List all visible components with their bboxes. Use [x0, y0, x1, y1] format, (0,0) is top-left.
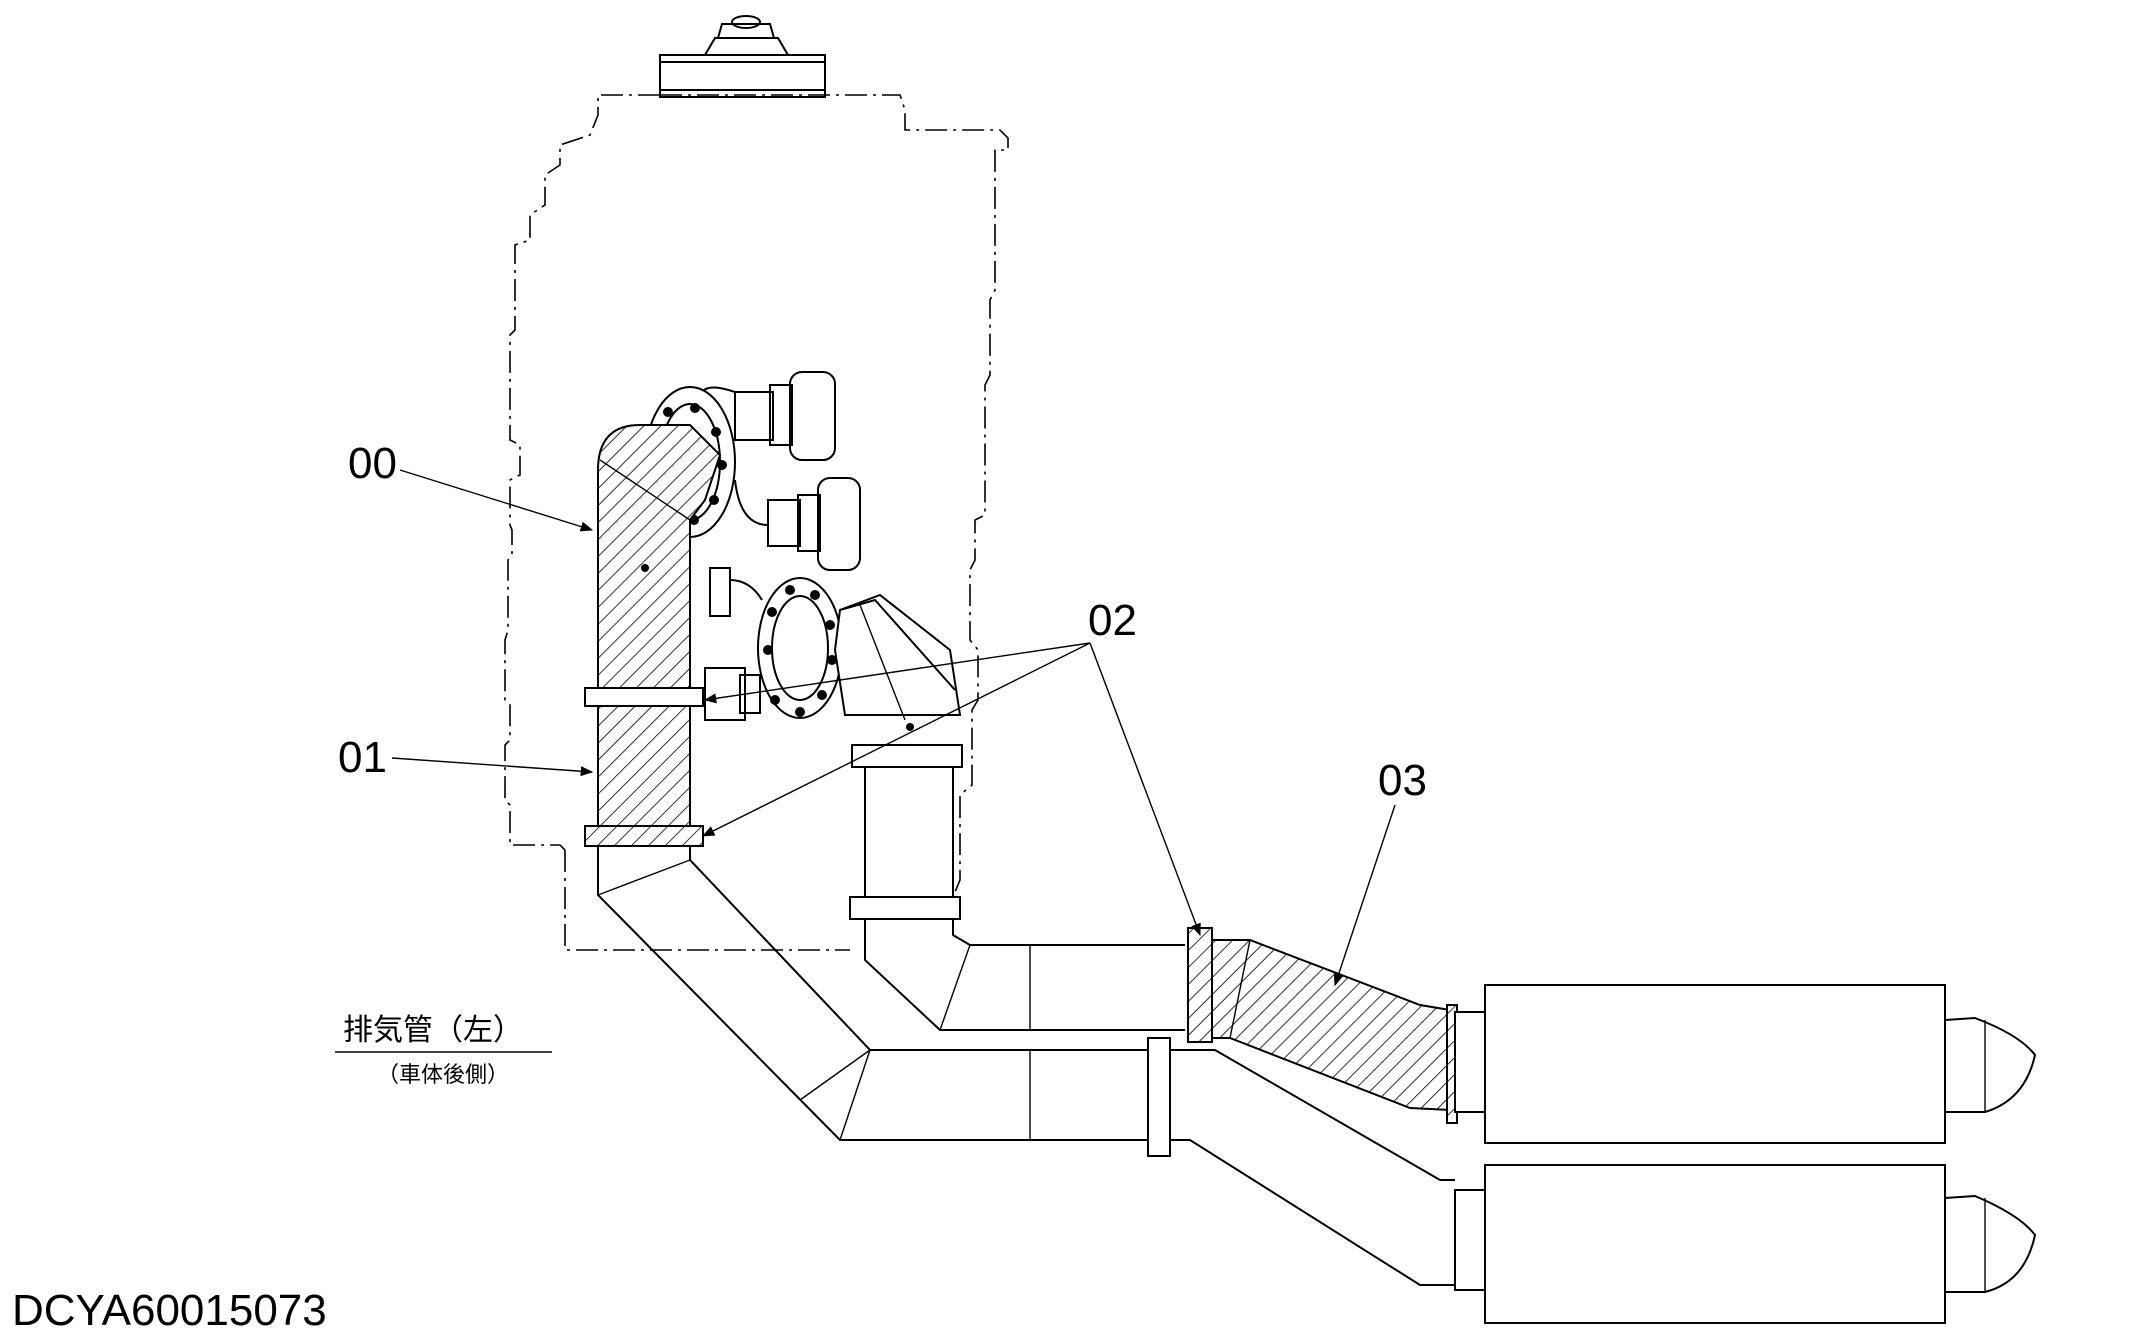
- lower-muffler: [1454, 1164, 2037, 1324]
- document-id: DCYA60015073: [12, 1286, 327, 1335]
- leader-lines: [391, 469, 1396, 987]
- part-02-flange: [1187, 927, 1213, 1043]
- part-00-elbow-pipe: [597, 424, 722, 691]
- lower-clamp: [584, 825, 704, 847]
- drawing-subtitle: （車体後側）: [377, 1063, 509, 1088]
- callout-01: 01: [338, 733, 387, 782]
- callout-03: 03: [1378, 756, 1427, 805]
- part-03-angled-pipe: [1211, 939, 1458, 1124]
- lower-flange: [757, 577, 843, 719]
- right-vertical-pipe: [833, 593, 963, 920]
- callout-00: 00: [348, 439, 397, 488]
- side-connectors: [704, 567, 763, 721]
- second-exhaust-pipe: [864, 919, 1185, 1031]
- upper-clamp: [584, 687, 704, 707]
- upper-muffler: [1454, 984, 2037, 1144]
- drawing-title: 排気管（左）: [343, 1013, 523, 1048]
- callout-02: 02: [1088, 596, 1137, 645]
- turbocharger-lower: [734, 477, 861, 571]
- main-exhaust-pipe: [597, 846, 1455, 1286]
- engine-top-pulley: [659, 15, 826, 98]
- part-01-pipe: [597, 705, 691, 827]
- turbocharger-upper: [699, 371, 836, 461]
- engine-outline: [504, 94, 1009, 951]
